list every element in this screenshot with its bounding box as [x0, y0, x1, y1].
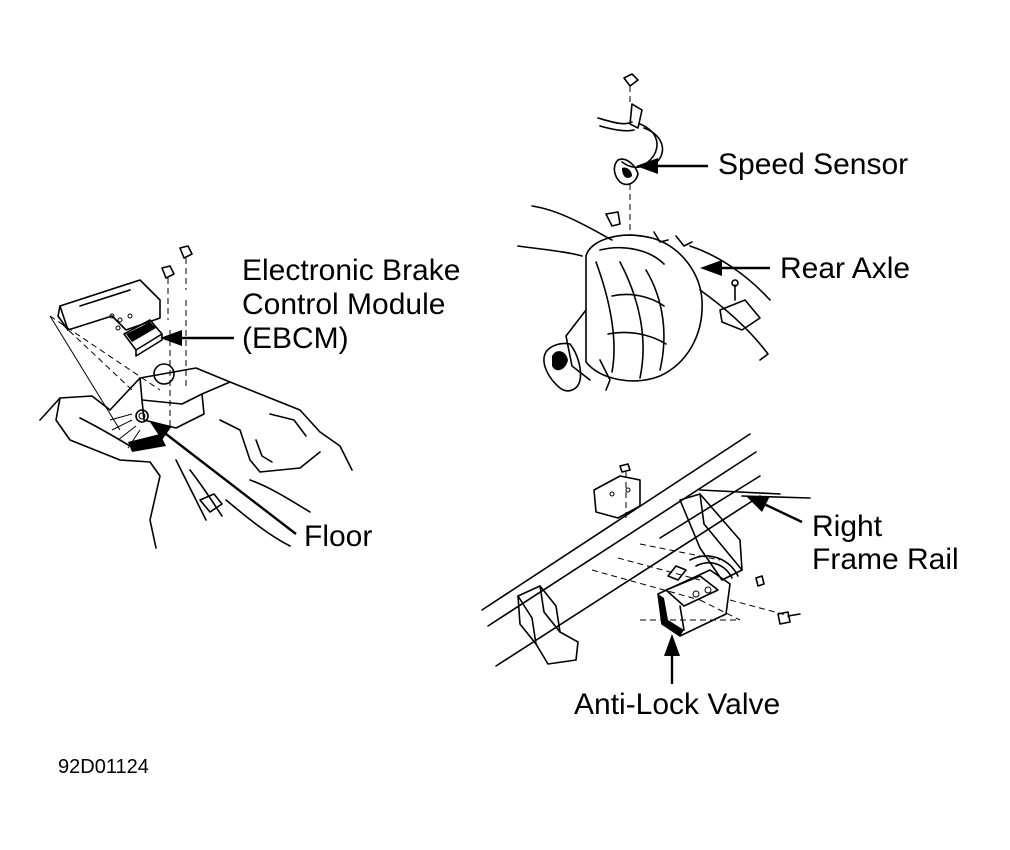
rear-axle-illustration	[517, 205, 771, 392]
floor-label: Floor	[304, 520, 373, 553]
anti-lock-valve-label: Anti-Lock Valve	[574, 688, 781, 721]
ebcm-label-line3: (EBCM)	[242, 322, 349, 355]
anti-lock-valve-arrow	[664, 634, 680, 684]
rear-axle-label: Rear Axle	[780, 252, 911, 285]
frame-rail-illustration	[481, 433, 811, 667]
ebcm-label-line2: Control Module	[242, 288, 446, 321]
speed-sensor-illustration	[597, 73, 664, 236]
floor-illustration	[39, 363, 353, 549]
rear-axle-arrow	[700, 260, 770, 276]
floor-arrow	[150, 422, 297, 535]
anti-lock-valve-illustration	[591, 543, 801, 637]
right-frame-rail-label-line1: Right	[812, 510, 883, 543]
ebcm-arrow	[160, 330, 234, 346]
ebcm-label-line1: Electronic Brake	[242, 254, 461, 287]
speed-sensor-arrow	[636, 158, 708, 174]
right-frame-rail-label-line2: Frame Rail	[812, 543, 959, 576]
right-frame-rail-arrow	[746, 496, 803, 524]
speed-sensor-label: Speed Sensor	[718, 148, 909, 181]
figure-code: 92D01124	[58, 756, 149, 778]
